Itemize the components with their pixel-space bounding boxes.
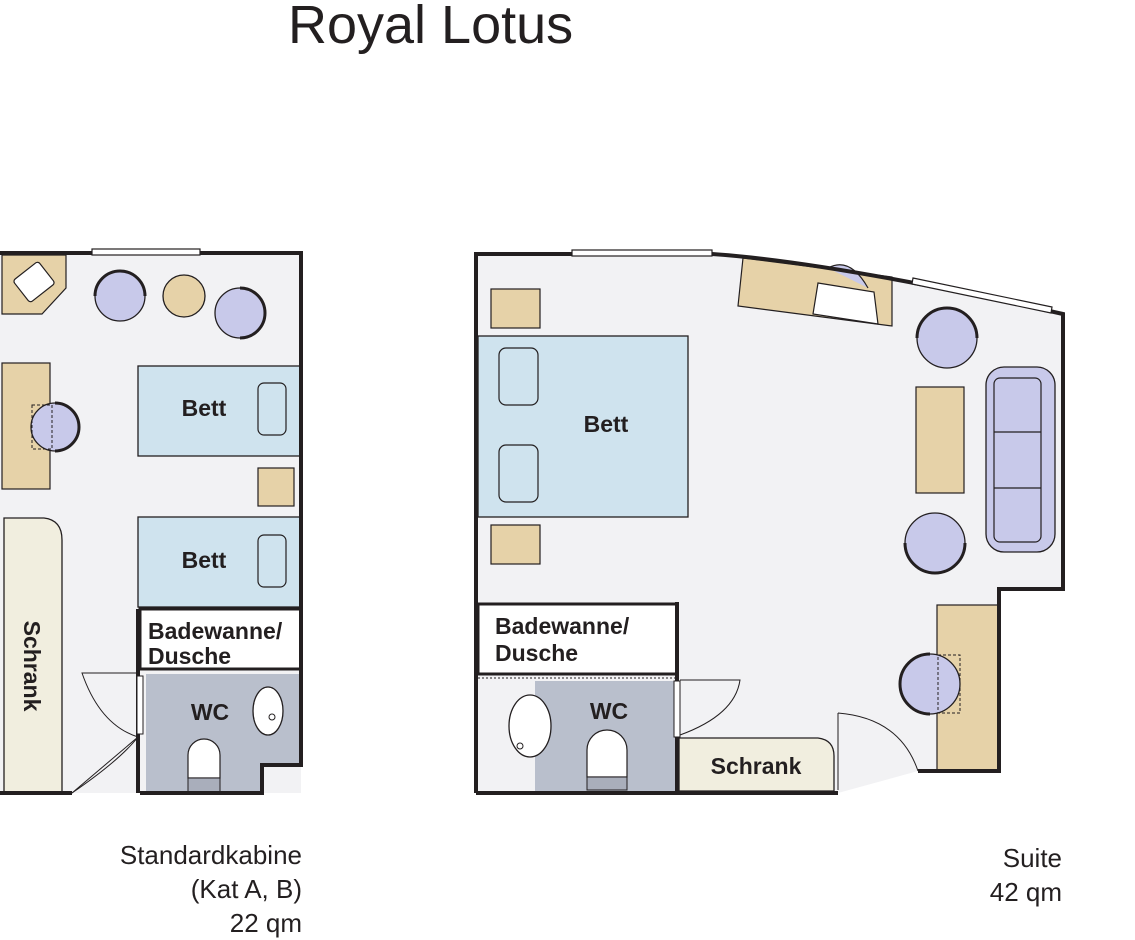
suite-caption: Suite 42 qm xyxy=(990,841,1062,909)
standard-bed-1-pillow xyxy=(257,382,287,436)
ship-title: Royal Lotus xyxy=(288,0,574,55)
suite-nightstand-bottom xyxy=(490,524,541,565)
suite-bed: Bett xyxy=(477,335,689,518)
standard-caption-area: 22 qm xyxy=(229,908,302,938)
suite-bed-pillow-1 xyxy=(498,347,539,406)
suite-caption-name: Suite xyxy=(1002,843,1062,873)
standard-corner-chair xyxy=(13,261,55,303)
standard-bed-2: Bett xyxy=(137,516,301,608)
standard-caption: Standardkabine (Kat A, B) 22 qm xyxy=(120,838,302,940)
suite-bath-door xyxy=(679,679,741,736)
suite-bath-label-1: Badewanne/ xyxy=(495,613,630,639)
suite-bathroom: Badewanne/ Dusche WC xyxy=(476,602,679,791)
suite-bed-pillow-2 xyxy=(498,444,539,503)
standard-bath-label-1: Badewanne/ xyxy=(148,618,283,644)
standard-armchair-right xyxy=(214,286,267,340)
suite-top-desk xyxy=(737,257,893,327)
suite-armchair-top xyxy=(915,306,979,369)
suite-bed-label: Bett xyxy=(584,411,629,437)
standard-closet-label: Schrank xyxy=(19,621,45,712)
standard-caption-name: Standardkabine xyxy=(119,840,302,870)
standard-round-table xyxy=(162,274,206,318)
standard-sink-icon xyxy=(252,686,284,736)
standard-bed-1-label: Bett xyxy=(182,395,227,421)
standard-toilet-icon xyxy=(187,738,221,779)
suite-sofa xyxy=(985,366,1056,553)
suite-window-right xyxy=(911,277,1053,314)
standard-closet: Schrank xyxy=(3,517,63,794)
suite-closet: Schrank xyxy=(678,737,835,792)
standard-caption-category: (Kat A, B) xyxy=(190,874,302,904)
suite-desk-chair xyxy=(898,652,961,716)
suite-nightstand-top xyxy=(490,288,541,329)
standard-desk-chair xyxy=(30,401,81,453)
standard-bed-1: Bett xyxy=(137,365,301,457)
standard-armchair-left xyxy=(93,269,147,322)
standard-bed-2-label: Bett xyxy=(182,547,227,573)
suite-plan: Bett xyxy=(474,249,1065,795)
suite-caption-area: 42 qm xyxy=(989,877,1062,907)
standard-wc-label: WC xyxy=(191,699,229,725)
standard-window xyxy=(91,248,201,256)
standard-bathroom: Badewanne/ Dusche WC xyxy=(138,607,303,793)
suite-sink-icon xyxy=(508,694,552,758)
standard-cabin-plan: Bett Bett Schrank Badewann xyxy=(0,248,303,795)
standard-bed-2-pillow xyxy=(257,534,287,588)
suite-bath-label-2: Dusche xyxy=(495,640,578,666)
suite-entry-door xyxy=(837,712,919,790)
suite-toilet-icon xyxy=(586,729,628,778)
suite-closet-label: Schrank xyxy=(711,753,802,779)
suite-wc-label: WC xyxy=(590,698,628,724)
suite-coffee-table xyxy=(915,386,965,494)
standard-nightstand xyxy=(257,467,295,507)
standard-bath-label-2: Dusche xyxy=(148,643,231,669)
suite-armchair-bottom xyxy=(903,512,967,575)
suite-window-left xyxy=(571,249,713,257)
